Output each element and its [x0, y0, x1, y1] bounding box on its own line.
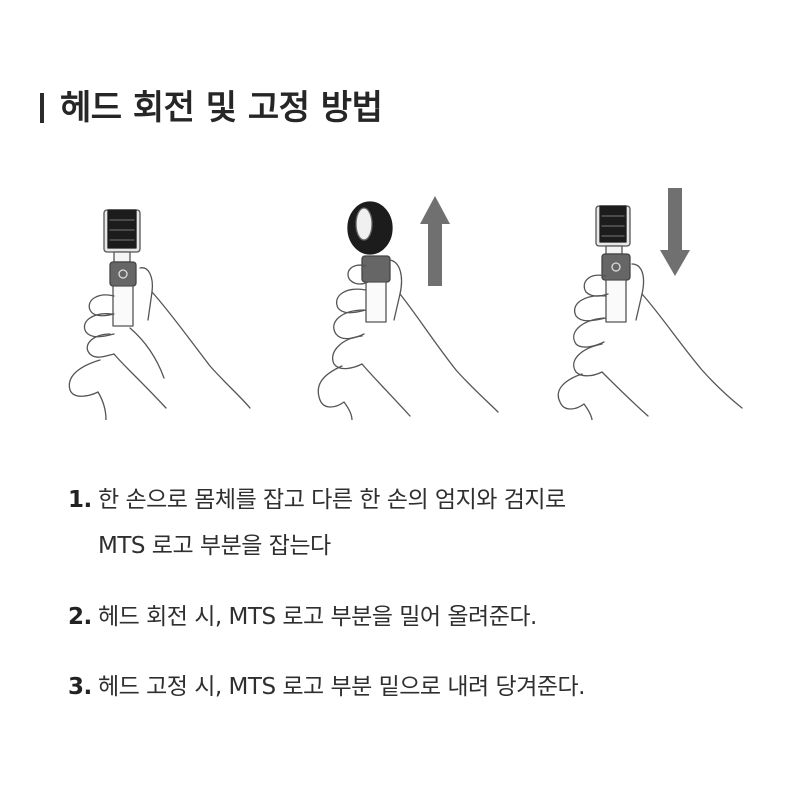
step-number: 2.: [68, 604, 92, 630]
arrow-down-icon: [660, 188, 690, 276]
title-accent-bar: [40, 93, 44, 123]
page-title: 헤드 회전 및 고정 방법: [60, 88, 383, 128]
hand-holding-roller-image: [68, 209, 251, 420]
step-item-2: 2. 헤드 회전 시, MTS 로고 부분을 밀어 올려준다.: [68, 600, 768, 634]
step-number: 1.: [68, 487, 92, 513]
step-text-line: MTS 로고 부분을 잡는다: [98, 533, 331, 559]
hand-pushing-logo-up-image: [317, 196, 499, 420]
step-item-1: 1. 한 손으로 몸체를 잡고 다른 한 손의 엄지와 검지로 MTS 로고 부…: [68, 483, 768, 563]
illustration-hold-device: [40, 180, 280, 420]
step-item-3: 3. 헤드 고정 시, MTS 로고 부분 밑으로 내려 당겨준다.: [68, 670, 768, 704]
step-text-line: 헤드 고정 시, MTS 로고 부분 밑으로 내려 당겨준다.: [98, 674, 585, 700]
step-text: 한 손으로 몸체를 잡고 다른 한 손의 엄지와 검지로 MTS 로고 부분을 …: [98, 483, 566, 563]
steps-list: 1. 한 손으로 몸체를 잡고 다른 한 손의 엄지와 검지로 MTS 로고 부…: [68, 483, 768, 704]
illustration-rotate-head: [280, 180, 520, 420]
hand-pulling-logo-down-image: [557, 188, 743, 420]
step-number: 3.: [68, 674, 92, 700]
step-text: 헤드 회전 시, MTS 로고 부분을 밀어 올려준다.: [98, 600, 537, 634]
arrow-up-icon: [420, 196, 450, 286]
step-text: 헤드 고정 시, MTS 로고 부분 밑으로 내려 당겨준다.: [98, 670, 585, 704]
illustration-fix-head: [520, 180, 760, 420]
step-text-line: 헤드 회전 시, MTS 로고 부분을 밀어 올려준다.: [98, 604, 537, 630]
step-text-line: 한 손으로 몸체를 잡고 다른 한 손의 엄지와 검지로: [98, 487, 566, 513]
